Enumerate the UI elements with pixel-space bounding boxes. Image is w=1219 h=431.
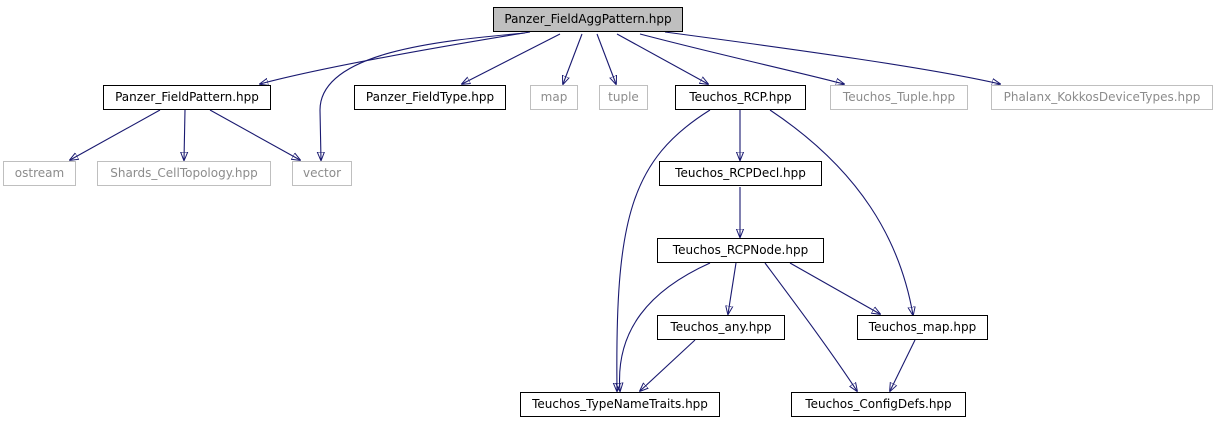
node-panzer-fieldaggpattern[interactable]: Panzer_FieldAggPattern.hpp [493, 7, 683, 32]
edge-rcp-node-to-any [728, 262, 737, 314]
node-ostream: ostream [3, 161, 76, 186]
edge-rcp-node-to-type-name-traits [620, 262, 711, 391]
node-teuchos-configdefs[interactable]: Teuchos_ConfigDefs.hpp [791, 392, 966, 417]
edge-teuchos-map-to-config-defs [890, 339, 916, 391]
edge-root-to-teuchos-rcp [616, 33, 708, 84]
node-phalanx-kokkosdevicetypes: Phalanx_KokkosDeviceTypes.hpp [991, 85, 1213, 110]
node-shards-celltopology: Shards_CellTopology.hpp [97, 161, 271, 186]
node-vector: vector [292, 161, 352, 186]
edge-rcp-to-teuchos-map [769, 109, 913, 315]
edge-rcp-node-to-config-defs [764, 262, 857, 391]
node-teuchos-tuple: Teuchos_Tuple.hpp [830, 85, 968, 110]
node-teuchos-rcpdecl[interactable]: Teuchos_RCPDecl.hpp [659, 161, 822, 186]
node-teuchos-map[interactable]: Teuchos_map.hpp [857, 315, 988, 340]
edge-root-to-teuchos-tuple [639, 33, 844, 84]
edge-root-to-phalanx [664, 31, 1000, 84]
node-teuchos-typenametraits[interactable]: Teuchos_TypeNameTraits.hpp [520, 392, 720, 417]
edge-rcp-node-to-teuchos-map [789, 262, 880, 314]
node-tuple: tuple [599, 85, 648, 110]
node-teuchos-rcpnode[interactable]: Teuchos_RCPNode.hpp [657, 238, 824, 263]
edge-field-pattern-to-vector [209, 109, 300, 160]
edge-field-pattern-to-shards [184, 109, 185, 160]
edge-root-to-tuple [596, 33, 616, 84]
node-teuchos-any[interactable]: Teuchos_any.hpp [657, 315, 785, 340]
edge-root-to-field-type [462, 33, 561, 84]
node-panzer-fieldpattern[interactable]: Panzer_FieldPattern.hpp [103, 85, 271, 110]
edge-field-pattern-to-ostream [70, 109, 161, 160]
edge-root-to-map [563, 33, 583, 84]
node-panzer-fieldtype[interactable]: Panzer_FieldType.hpp [354, 85, 506, 110]
edge-root-to-vector [320, 32, 526, 160]
edge-any-to-type-name-traits [640, 339, 696, 391]
node-map: map [530, 85, 578, 110]
node-teuchos-rcp[interactable]: Teuchos_RCP.hpp [675, 85, 806, 110]
edge-rcp-to-type-name-traits [617, 109, 711, 391]
edge-root-to-field-pattern [260, 31, 531, 84]
